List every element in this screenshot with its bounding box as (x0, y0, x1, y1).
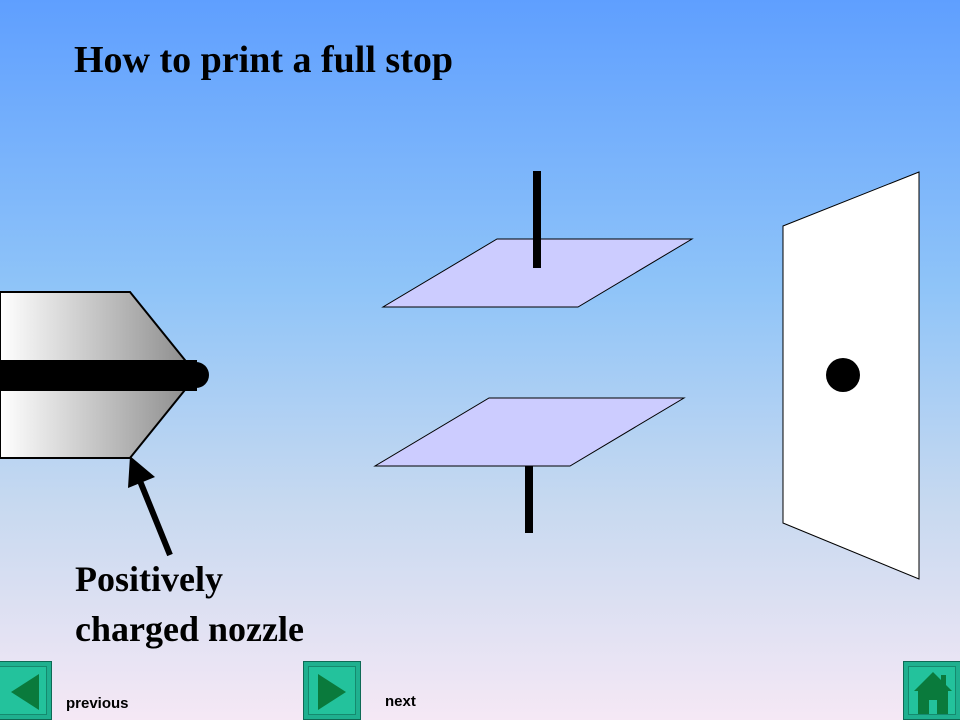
upper-deflection-plate (381, 171, 694, 308)
home-button[interactable] (903, 661, 960, 720)
previous-link[interactable]: previous (66, 695, 129, 712)
ink-drop (183, 362, 209, 388)
nozzle (0, 291, 209, 459)
previous-button[interactable] (0, 661, 52, 720)
nozzle-pointer-arrow (128, 456, 173, 557)
home-icon (914, 672, 952, 714)
lower-deflection-plate (373, 397, 686, 533)
next-link[interactable]: next (385, 693, 416, 710)
slide-title: How to print a full stop (74, 39, 453, 81)
lower-plate-connector (525, 466, 533, 533)
left-arrow-icon (11, 674, 39, 710)
paper (782, 171, 920, 580)
next-button[interactable] (303, 661, 361, 720)
right-arrow-icon (318, 674, 346, 710)
full-stop-dot (826, 358, 860, 392)
upper-plate-connector (533, 171, 541, 268)
nozzle-channel (0, 360, 197, 391)
nozzle-label-line-1: Positively (75, 559, 223, 599)
nozzle-label-line-2: charged nozzle (75, 609, 304, 649)
nozzle-label: Positively charged nozzle (75, 554, 304, 654)
